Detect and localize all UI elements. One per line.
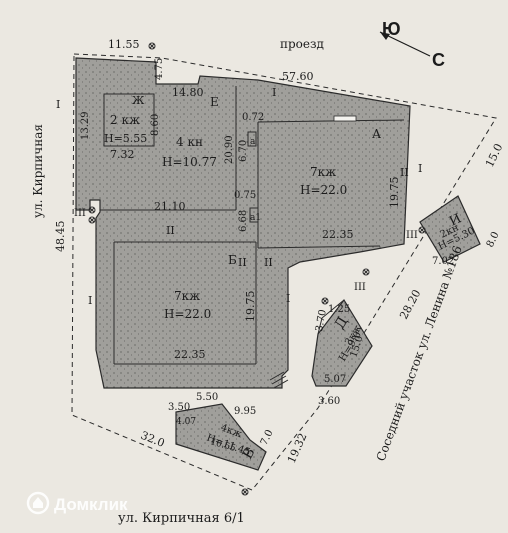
dim-5-07: 5.07 xyxy=(324,374,346,385)
dim-1-25: 1.25 xyxy=(328,304,350,315)
building-a-letter: А xyxy=(372,127,381,141)
plot-boundary xyxy=(71,53,497,491)
building-v xyxy=(175,403,267,471)
roman-4: I xyxy=(418,162,422,175)
roman-12: III xyxy=(354,282,366,293)
roman-1: I xyxy=(56,98,60,111)
dim-5-50: 5.50 xyxy=(196,392,218,403)
vestibule-a1 xyxy=(249,207,259,223)
dim-3-60: 3.60 xyxy=(318,396,340,407)
dim-7-32: 7.32 xyxy=(110,148,135,161)
survey-mark-right-2 xyxy=(362,268,370,276)
dim-11-55: 11.55 xyxy=(108,38,140,51)
dim-13-29: 13.29 xyxy=(80,111,91,140)
building-a-type: 7кж xyxy=(310,165,336,179)
dim-0-75: 0.75 xyxy=(234,190,256,201)
compass-south-label: Ю xyxy=(382,19,401,39)
building-d-extension xyxy=(317,299,345,335)
watermark-text: Домклик xyxy=(54,495,128,514)
building-b-letter: Б xyxy=(228,253,237,267)
dim-4-75: 4.75 xyxy=(154,58,165,80)
dim-8-60: 8.60 xyxy=(150,114,161,136)
building-b-height: Н=22.0 xyxy=(164,307,211,321)
dim-0-72: 0.72 xyxy=(242,112,264,123)
watermark-logo: Домклик xyxy=(26,491,128,515)
roman-9: I xyxy=(88,294,92,307)
survey-mark-bottom xyxy=(241,488,249,496)
survey-mark-left-1 xyxy=(88,206,96,214)
street-kirpichnaya-bottom: ул. Кирпичная 6/1 xyxy=(118,511,245,526)
building-a-vestibule-letter: а xyxy=(250,137,256,147)
building-e-letter: Е xyxy=(210,95,219,109)
dim-3-70: 3.70 xyxy=(314,309,329,333)
roman-11: III xyxy=(406,230,418,241)
building-e-height: Н=10.77 xyxy=(162,155,217,169)
dim-19-75-b: 19.75 xyxy=(244,291,257,323)
dim-3-50: 3.50 xyxy=(168,402,190,413)
building-a-height: Н=22.0 xyxy=(300,183,347,197)
dim-7-02: 7.02 xyxy=(432,256,454,267)
building-main-complex xyxy=(75,57,411,389)
building-e-type: 4 кн xyxy=(176,135,203,149)
dim-9-95: 9.95 xyxy=(234,406,256,417)
roman-5: II xyxy=(166,224,175,237)
dim-6-68: 6.68 xyxy=(238,210,249,232)
dim-48-45: 48.45 xyxy=(54,221,67,253)
dim-22-35-a: 22.35 xyxy=(322,228,354,241)
survey-mark-right-1 xyxy=(418,226,426,234)
roman-8: II xyxy=(264,256,273,269)
building-i xyxy=(419,195,481,263)
roman-10: I xyxy=(286,292,290,305)
compass-north-label: С xyxy=(432,50,445,70)
street-kirpichnaya-left: ул. Кирпичная xyxy=(31,124,45,218)
dim-57-60: 57.60 xyxy=(282,70,314,83)
dim-21-10: 21.10 xyxy=(154,200,186,213)
building-zh-letter: Ж xyxy=(132,94,145,107)
building-a1-letter: а1 xyxy=(250,213,261,223)
compass-arrow-head xyxy=(380,32,390,40)
roman-2: I xyxy=(272,86,276,99)
vestibule-a xyxy=(247,131,257,147)
steps-mark xyxy=(269,371,289,389)
building-b-type: 7кж xyxy=(174,289,200,303)
survey-mark-right-3 xyxy=(321,297,329,305)
survey-mark-top xyxy=(148,42,156,50)
survey-mark-left-2 xyxy=(88,216,96,224)
building-zh-height: Н=5.55 xyxy=(104,132,147,145)
window-mark-a xyxy=(333,115,357,122)
partition-a-bottom xyxy=(257,245,381,249)
dim-4-07: 4.07 xyxy=(176,417,196,427)
street-passage: проезд xyxy=(280,37,324,51)
roman-6: III xyxy=(74,208,86,219)
roman-3: II xyxy=(400,166,409,179)
partition-a-top xyxy=(257,119,405,123)
dim-6-70: 6.70 xyxy=(238,140,249,162)
dim-19-75-a: 19.75 xyxy=(388,177,401,209)
dim-22-35-b: 22.35 xyxy=(174,348,206,361)
building-zh-type: 2 кж xyxy=(110,113,140,127)
dim-14-80: 14.80 xyxy=(172,86,204,99)
building-zh-box xyxy=(103,93,155,147)
roman-7: II xyxy=(238,256,247,269)
dim-20-90: 20.90 xyxy=(224,135,235,164)
